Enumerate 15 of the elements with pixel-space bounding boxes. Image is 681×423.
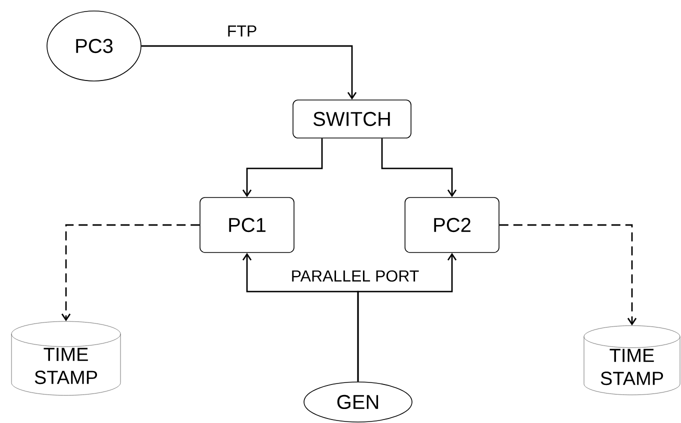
rounded-box: PC1 bbox=[200, 197, 294, 253]
database-cylinder: TIME STAMP bbox=[11, 321, 121, 396]
rounded-box: SWITCH bbox=[292, 100, 412, 138]
ellipse-node: GEN bbox=[304, 382, 412, 422]
arrow bbox=[141, 45, 357, 100]
arrow bbox=[242, 138, 323, 198]
arrow bbox=[499, 224, 637, 326]
edge-label: PARALLEL PORT bbox=[290, 269, 420, 283]
arrow bbox=[381, 138, 457, 198]
edge-label: FTP bbox=[226, 24, 258, 38]
ellipse-node: PC3 bbox=[46, 10, 142, 82]
rounded-box: PC2 bbox=[404, 197, 500, 253]
database-cylinder: TIME STAMP bbox=[584, 325, 680, 396]
arrow bbox=[61, 224, 200, 322]
arrow bbox=[357, 252, 457, 382]
